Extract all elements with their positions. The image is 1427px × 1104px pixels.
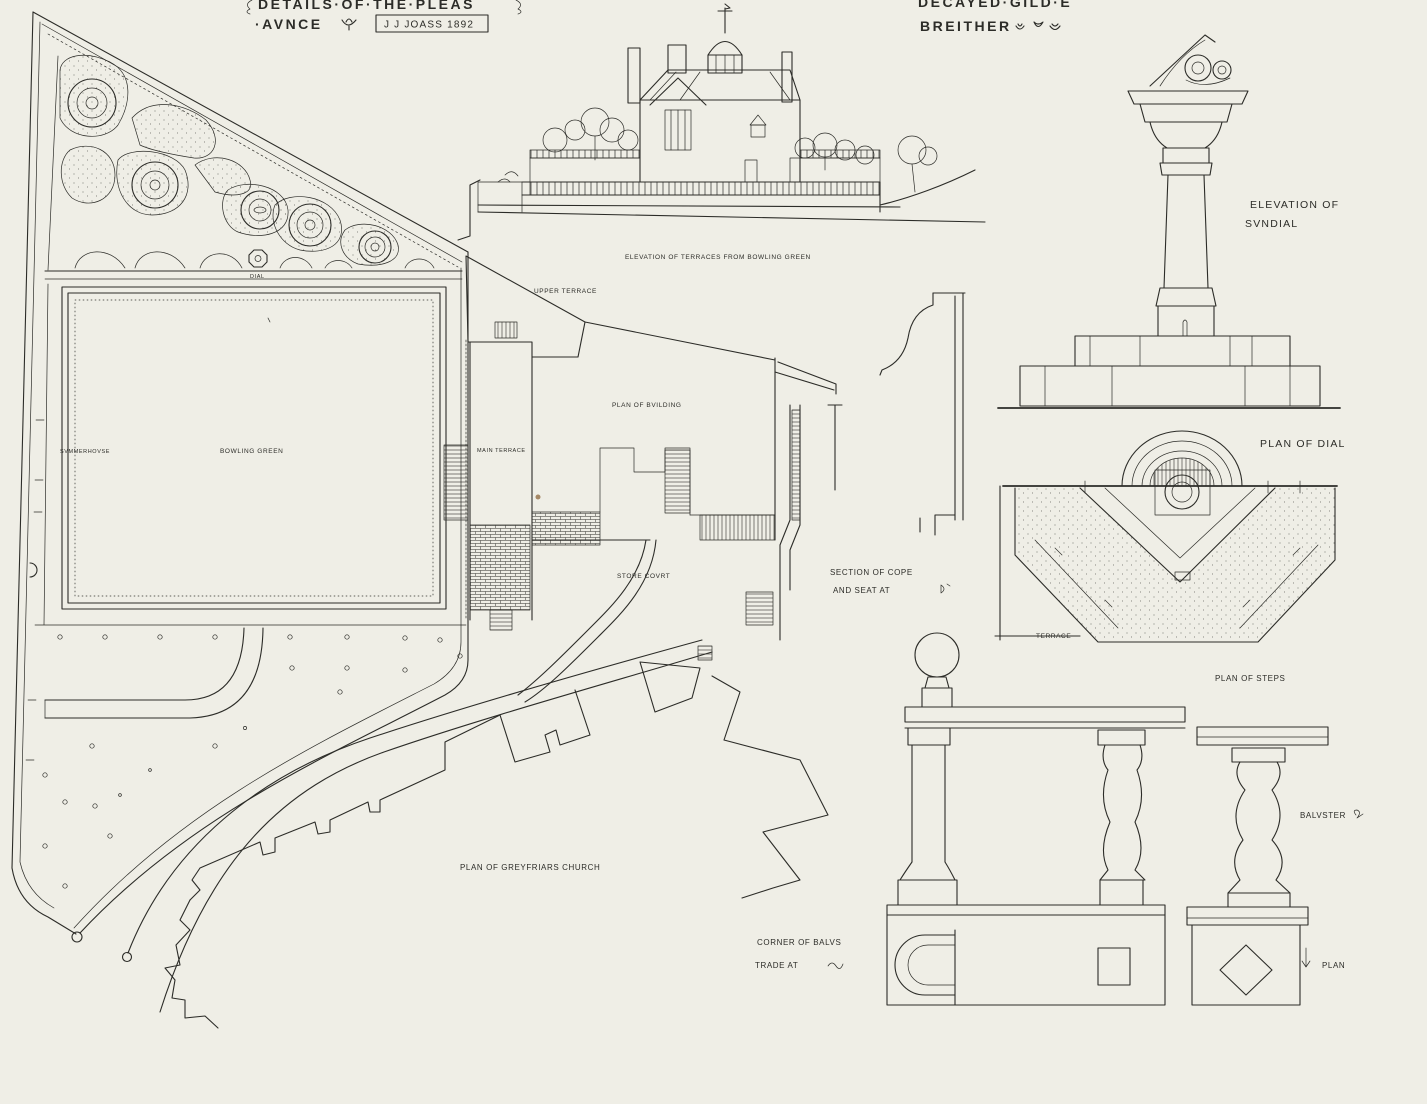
- reference-mark-icon: [940, 583, 951, 594]
- etc-ornament-icon: [1353, 809, 1364, 819]
- site-plan: DIAL SVMMERHOVSE BOWLING GREEN: [11, 11, 843, 1029]
- cope-section-label-line1: SECTION OF COPE: [830, 568, 913, 577]
- scroll-ornament-left: [246, 0, 253, 15]
- plan-of-dial-label: PLAN OF DIAL: [1260, 438, 1346, 450]
- scroll-ornament-icon: [1184, 54, 1232, 85]
- balustrade-corner-label-line1: CORNER OF BALVS: [757, 938, 841, 947]
- plan-of-steps-label: PLAN OF STEPS: [1215, 674, 1285, 683]
- scroll-ornament-right: [515, 0, 522, 15]
- terrace-elevation: [457, 3, 986, 241]
- cope-section: [879, 292, 966, 536]
- church-plan: [121, 639, 829, 1029]
- building-plan: [531, 321, 843, 641]
- summerhouse-label: SVMMERHOVSE: [60, 449, 110, 455]
- building-plan-label: PLAN OF BVILDING: [612, 402, 682, 409]
- sundial-elevation-label-line1: ELEVATION OF: [1250, 199, 1339, 211]
- main-terrace-label: MAIN TERRACE: [477, 448, 526, 454]
- sundial-elevation-label-line2: SVNDIAL: [1245, 218, 1298, 230]
- lower-lawn: [42, 627, 463, 889]
- signature: J J JOASS 1892: [384, 20, 474, 31]
- title-block: DETAILS·OF·THE·PLEAS ·AVNCE J J JOASS 18…: [246, 0, 1072, 34]
- sundial-elevation: [997, 34, 1341, 409]
- dial-plan: [994, 430, 1338, 643]
- sheet-title-line1: DETAILS·OF·THE·PLEAS: [258, 0, 475, 12]
- single-baluster: [1186, 726, 1329, 1006]
- motto-line1: DECAYED·GILD·E: [918, 0, 1072, 10]
- garden-beds: [44, 55, 463, 280]
- sheet-title-line2: ·AVNCE: [255, 16, 323, 32]
- squiggle-ornament-icon: [827, 962, 844, 969]
- terrace-elevation-label: ELEVATION OF TERRACES FROM BOWLING GREEN: [625, 254, 811, 261]
- dial-label: DIAL: [250, 274, 265, 280]
- balustrade-corner-label-line2: TRADE AT: [755, 961, 798, 970]
- baluster-label: BALVSTER: [1300, 811, 1346, 820]
- terraces: [443, 255, 601, 631]
- upper-terrace-label: UPPER TERRACE: [534, 288, 597, 295]
- dial-marker: [248, 249, 268, 268]
- heart-ornament-icon: [1015, 21, 1061, 31]
- church-plan-label: PLAN OF GREYFRIARS CHURCH: [460, 863, 600, 872]
- signature-frame: [375, 14, 489, 33]
- store-court-path: [517, 539, 657, 703]
- balustrade-corner: [886, 632, 1186, 1006]
- bowling-green-label: BOWLING GREEN: [220, 448, 283, 455]
- store-court-label: STORE COVRT: [617, 573, 670, 580]
- plan-label: PLAN: [1322, 961, 1345, 970]
- terrace-label: TERRACE: [1036, 633, 1071, 640]
- cope-section-label-line2: AND SEAT AT: [833, 586, 890, 595]
- motto-line2: BREITHER: [920, 18, 1012, 34]
- leaf-ornament-icon: [341, 18, 357, 31]
